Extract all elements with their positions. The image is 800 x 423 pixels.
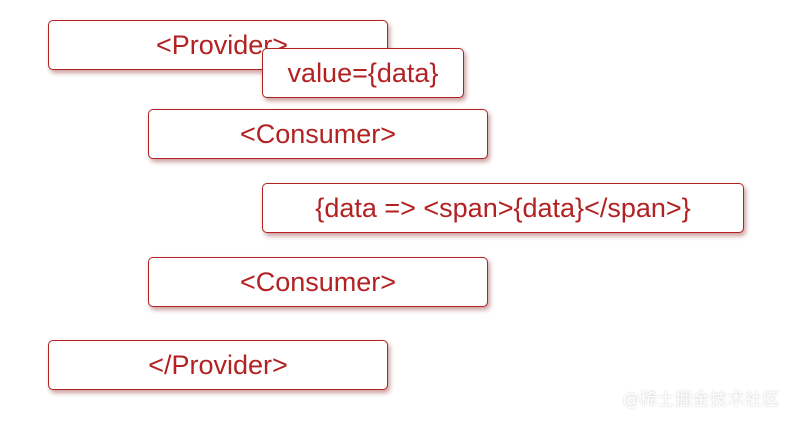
provider-open-tag: <Provider> — [48, 20, 388, 70]
watermark: @稀土掘金技术社区 — [622, 390, 780, 410]
consumer-open-label: <Consumer> — [239, 118, 397, 149]
provider-close-label: </Provider> — [148, 349, 288, 380]
render-function-box: {data => <span>{data}</span>} — [262, 183, 744, 233]
provider-close-tag: </Provider> — [48, 340, 388, 390]
consumer-close-label: <Consumer> — [239, 266, 397, 297]
value-prop-box: value={data} — [262, 48, 464, 98]
value-prop-label: value={data} — [287, 57, 439, 88]
render-function-label: {data => <span>{data}</span>} — [315, 192, 691, 223]
consumer-close-tag: <Consumer> — [148, 257, 488, 307]
consumer-open-tag: <Consumer> — [148, 109, 488, 159]
